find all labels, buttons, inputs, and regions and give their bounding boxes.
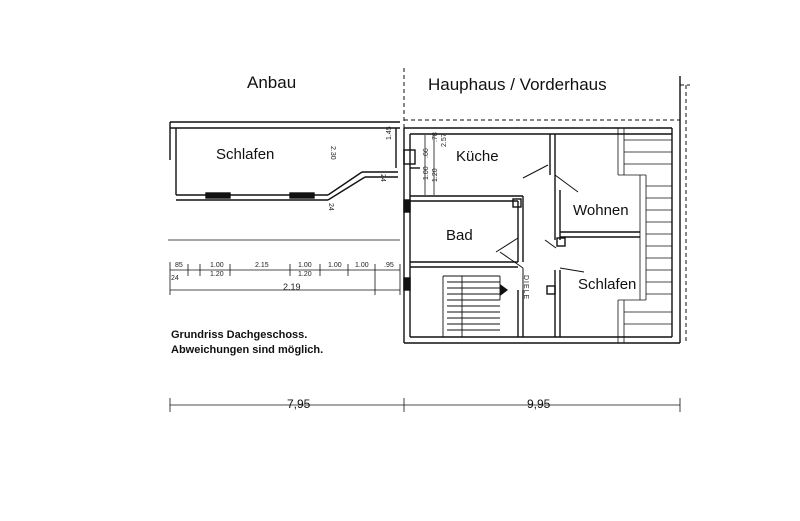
- dimension-wall-230: 2.30: [329, 146, 336, 160]
- dimension-vertical-2: .66: [423, 148, 430, 158]
- door-swings: [495, 164, 585, 290]
- dimension-row1-sub-1: 1.20: [298, 271, 312, 278]
- dimension-vertical-1: .78: [432, 132, 439, 142]
- dimension-row2: 2.19: [283, 282, 301, 292]
- anbau-walls: [169, 121, 400, 201]
- dimension-row1-2: 2.15: [255, 262, 269, 269]
- dimension-anbau-total: 7,95: [287, 397, 311, 411]
- note-line-2: Abweichungen sind möglich.: [171, 344, 324, 356]
- dashed-outline: [403, 68, 690, 344]
- staircase: [442, 275, 501, 337]
- dimension-row1-3: 1.00: [298, 262, 312, 269]
- dimension-row1-sub-0: 1.20: [210, 271, 224, 278]
- haupthaus-walls: [403, 76, 681, 344]
- dimension-haupt-total: 9,95: [527, 397, 551, 411]
- dimension-lines: [168, 135, 681, 412]
- dimension-vertical-4: 1.20: [432, 168, 439, 182]
- dimension-wall-24: 24: [379, 174, 386, 182]
- dimension-left-24: 24: [171, 275, 179, 282]
- room-schlafen-anbau: Schlafen: [216, 146, 275, 163]
- dimension-wall-24b: 24: [327, 203, 334, 211]
- dimension-wall-145: 1.45: [386, 126, 393, 140]
- dimension-vertical-3: 1.00: [423, 166, 430, 180]
- room-wohnen: Wohnen: [573, 202, 629, 219]
- anbau-label: Anbau: [247, 73, 297, 92]
- dimension-row1-1: 1.00: [210, 262, 224, 269]
- dimension-row1-4: 1.00: [328, 262, 342, 269]
- room-diele: DIELE: [522, 275, 529, 301]
- dimension-row1-0: 85: [175, 262, 183, 269]
- room-bad: Bad: [446, 227, 473, 244]
- room-kueche: Küche: [456, 148, 499, 165]
- balcony-hatch: [617, 128, 672, 343]
- interior-walls: [410, 134, 640, 337]
- dimension-row1-6: .95: [384, 262, 394, 269]
- dimension-row1-5: 1.00: [355, 262, 369, 269]
- room-schlafen-haupt: Schlafen: [578, 276, 637, 293]
- note-line-1: Grundriss Dachgeschoss.: [171, 329, 308, 341]
- hauphaus-label: Hauphaus / Vorderhaus: [428, 75, 607, 94]
- dimension-vertical-0: 2.57: [441, 133, 448, 147]
